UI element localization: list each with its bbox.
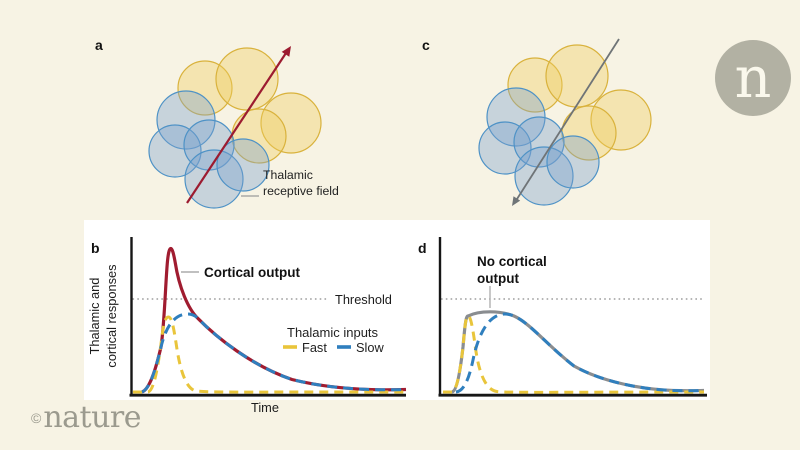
slow-input-curve-d [455, 312, 705, 394]
blue-field-circle [513, 116, 565, 168]
off-subfields-blue [148, 90, 270, 209]
panel-label-d: d [418, 240, 427, 256]
yellow-field-circle [215, 47, 279, 111]
yellow-field-circle [545, 44, 609, 108]
motion-arrow-c [516, 38, 620, 200]
blue-field-circle [478, 121, 532, 175]
y-axis-title-line2: cortical responses [103, 264, 119, 368]
blue-field-circle [546, 135, 600, 189]
nature-logo-letter: n [734, 45, 772, 111]
yellow-field-circle [590, 89, 652, 151]
motion-arrow-a [186, 52, 287, 204]
panel-label-a: a [95, 37, 103, 53]
motion-arrow-c-head [512, 196, 521, 206]
nature-wordmark-text: nature [43, 400, 142, 435]
x-axis-title-b: Time [251, 400, 279, 415]
legend-fast-label: Fast [302, 340, 327, 355]
yellow-field-circle [260, 92, 322, 154]
blue-field-circle [156, 90, 216, 150]
panel-d-chart [438, 237, 707, 397]
on-subfields-yellow [177, 47, 322, 164]
y-axis-title-b: Thalamic and cortical responses [87, 231, 121, 401]
motion-arrow-a-head [281, 46, 291, 57]
yellow-field-circle [507, 57, 563, 113]
chart-band-background [84, 220, 710, 400]
copyright-symbol: © [31, 410, 42, 426]
blue-field-circle [486, 87, 546, 147]
blue-field-circle [184, 149, 244, 209]
no-cortical-output-annotation: No cortical output [477, 254, 547, 288]
blue-field-circle [216, 138, 270, 192]
cortical-output-annotation: Cortical output [204, 265, 300, 280]
receptive-field-annotation: Thalamic receptive field [263, 168, 339, 200]
yellow-field-circle [177, 60, 233, 116]
blue-field-circle [514, 146, 574, 206]
on-subfields-yellow [507, 44, 652, 161]
no-cortical-output-line2: output [477, 270, 519, 286]
receptive-field-annotation-line1: Thalamic [263, 168, 313, 182]
panel-a-receptive-field-cluster [148, 46, 322, 209]
legend-title: Thalamic inputs [287, 325, 379, 340]
panel-label-c: c [422, 37, 430, 53]
panel-b-chart [129, 237, 407, 397]
panel-label-b: b [91, 240, 100, 256]
blue-field-circle [148, 124, 202, 178]
fast-input-curve-d [443, 314, 705, 394]
no-cortical-output-line1: No cortical [477, 254, 547, 269]
nature-logo-circle [715, 40, 791, 116]
panel-c-receptive-field-cluster [478, 38, 652, 206]
slow-input-curve-b [141, 312, 407, 394]
legend-slow-label: Slow [356, 340, 384, 355]
threshold-label: Threshold [335, 292, 392, 307]
nature-wordmark: © nature [31, 400, 142, 435]
y-axis-title-line1: Thalamic and [87, 277, 102, 355]
fast-input-curve-b [133, 315, 406, 394]
off-subfields-blue [478, 87, 600, 206]
receptive-field-annotation-line2: receptive field [263, 183, 339, 198]
